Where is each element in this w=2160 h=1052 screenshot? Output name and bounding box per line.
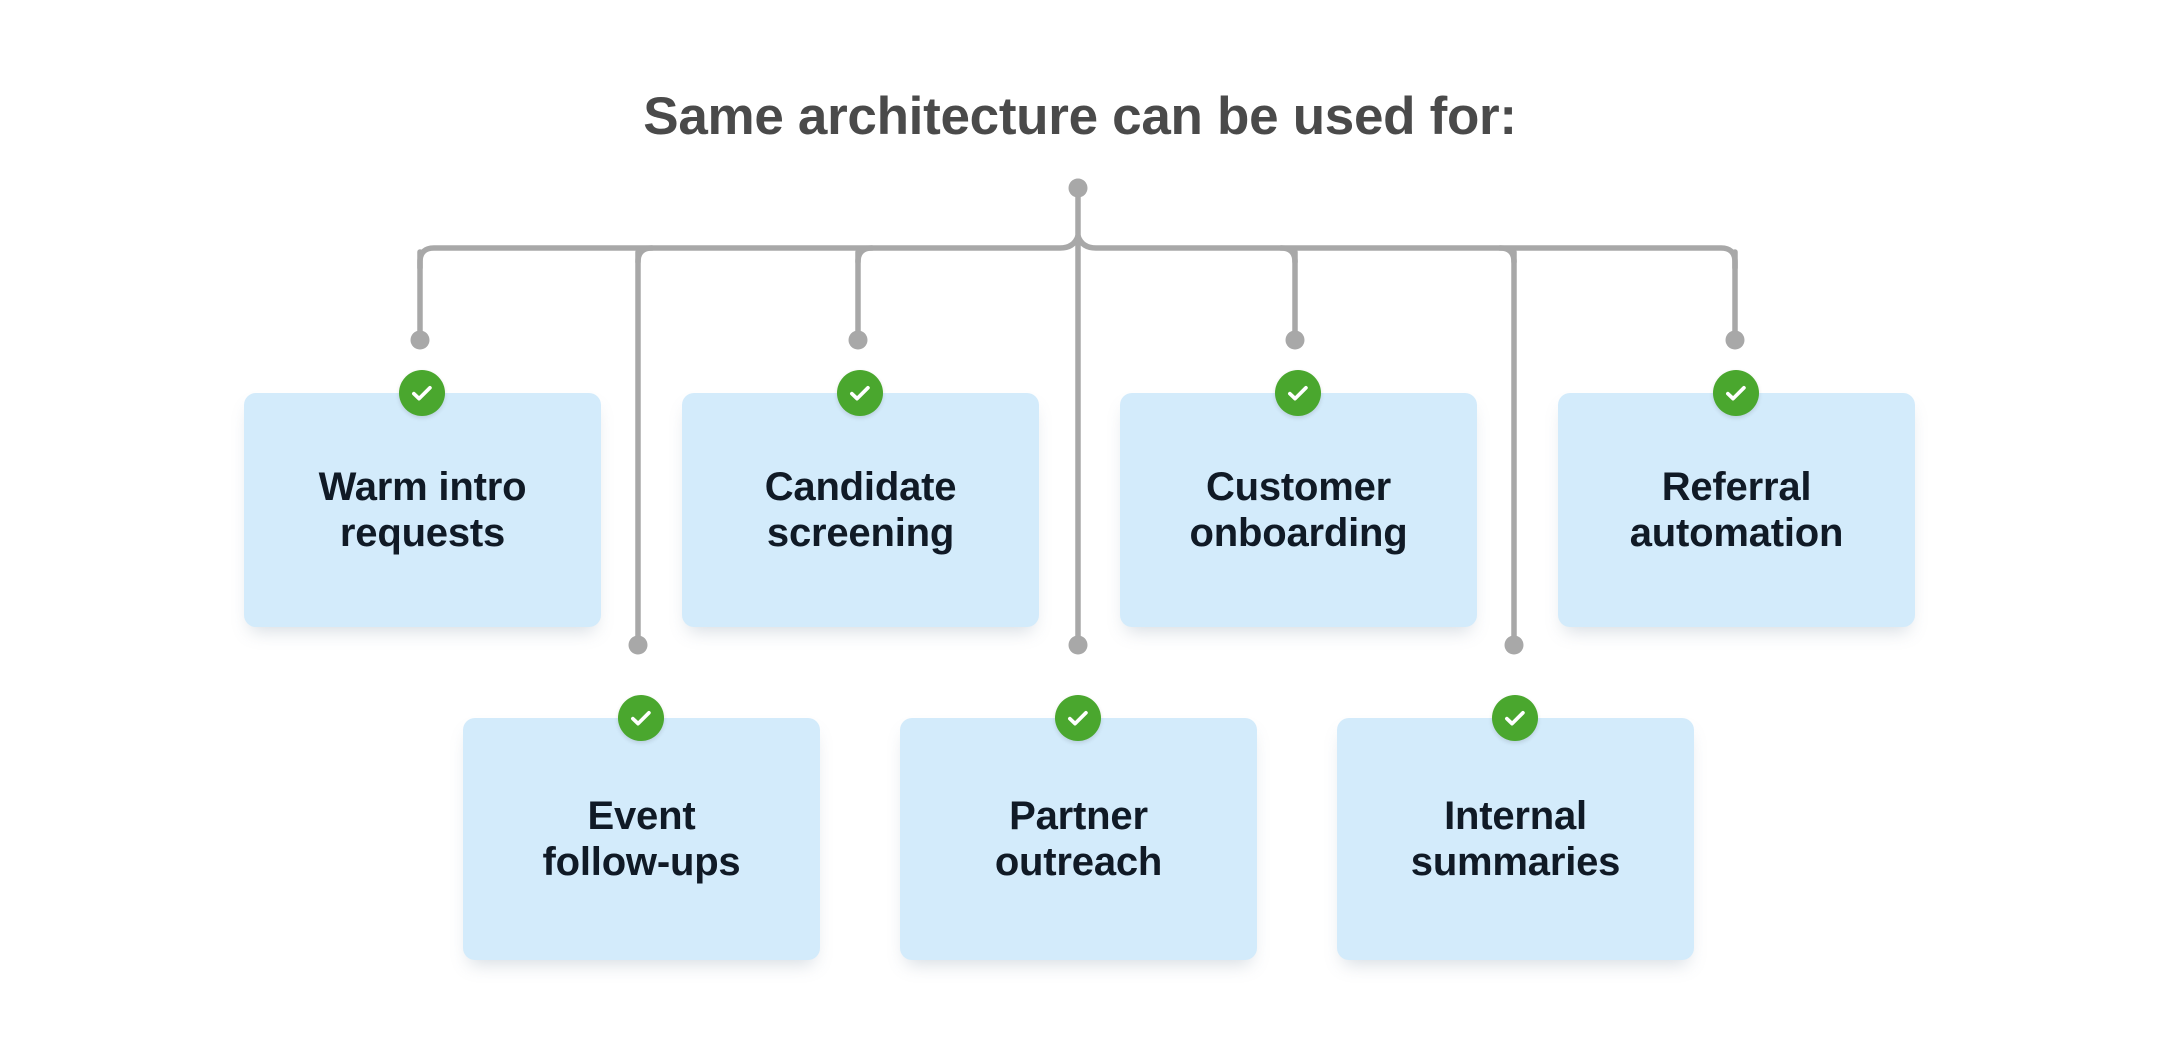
node-card-label: Referral automation [1629, 464, 1844, 555]
check-circle-icon [399, 370, 445, 416]
connector-endpoint-dot [1285, 330, 1305, 350]
check-circle-icon [837, 370, 883, 416]
check-circle-icon [618, 695, 664, 741]
connector-root-dot [1068, 178, 1088, 198]
node-card-label: Customer onboarding [1189, 464, 1408, 555]
connector-endpoint-dot [410, 330, 430, 350]
connector-bus-right [1075, 233, 1738, 271]
node-card-event-follow-ups[interactable]: Event follow-ups [463, 718, 820, 960]
node-card-referral-automation[interactable]: Referral automation [1558, 393, 1915, 627]
connector-drop-customer [1278, 245, 1298, 265]
check-circle-icon [1492, 695, 1538, 741]
node-card-internal-summaries[interactable]: Internal summaries [1337, 718, 1694, 960]
node-card-customer-onboarding[interactable]: Customer onboarding [1120, 393, 1477, 627]
check-circle-icon [1275, 370, 1321, 416]
page-title: Same architecture can be used for: [643, 87, 1517, 146]
connector-bus-left [417, 233, 1081, 271]
node-card-label: Internal summaries [1410, 793, 1621, 884]
node-card-label: Candidate screening [764, 464, 957, 555]
node-card-warm-intro-requests[interactable]: Warm intro requests [244, 393, 601, 627]
connector-endpoint-dot [1725, 330, 1745, 350]
connector-endpoint-dot [1068, 635, 1088, 655]
connector-endpoint-dot [1504, 635, 1524, 655]
connector-endpoint-dot [848, 330, 868, 350]
node-card-label: Warm intro requests [318, 464, 527, 555]
node-card-partner-outreach[interactable]: Partner outreach [900, 718, 1257, 960]
check-circle-icon [1713, 370, 1759, 416]
node-card-label: Partner outreach [994, 793, 1163, 884]
connector-drop-internal [1497, 245, 1517, 265]
node-card-label: Event follow-ups [542, 793, 741, 884]
connector-drop-event [635, 245, 655, 265]
node-card-candidate-screening[interactable]: Candidate screening [682, 393, 1039, 627]
connector-endpoint-dot [628, 635, 648, 655]
check-circle-icon [1055, 695, 1101, 741]
connector-drop-candidate [855, 245, 875, 265]
